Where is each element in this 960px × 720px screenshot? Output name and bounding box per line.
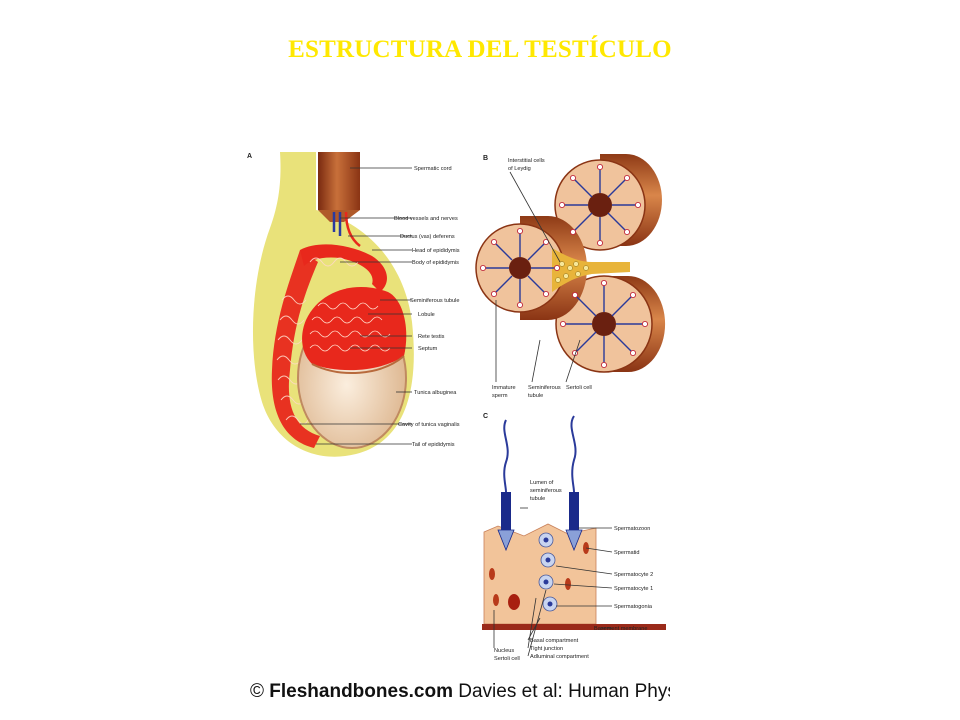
label-sertoli-cell-c: Sertoli cell (494, 656, 520, 662)
credit-text: Davies et al: Human Phys (458, 681, 670, 702)
label-cavity-tunica: Cavity of tunica vaginalis (398, 422, 460, 428)
label-head-epididymis: Head of epididymis (412, 248, 460, 254)
blood-vessels (332, 212, 342, 236)
panel-c-lumen-label: Lumen of seminiferous tubule (530, 480, 562, 502)
sertoli-nucleus (508, 594, 520, 610)
epididymis (271, 250, 320, 448)
label-blood-vessels: Blood vessels and nerves (394, 216, 458, 222)
spermatozoon-right (570, 415, 577, 493)
panel-c-bottom-labels: Nucleus Sertoli cell Basal compartment T… (494, 638, 589, 662)
label-interstitial-cells: Interstitial cells (508, 158, 545, 164)
label-ductus-deferens: Ductus (vas) deferens (400, 234, 455, 240)
septum (311, 355, 405, 374)
label-spermatic-cord: Spermatic cord (414, 166, 452, 172)
label-tail-epididymis: Tail of epididymis (412, 442, 455, 448)
label-sertoli-cell-b: Sertoli cell (566, 385, 592, 391)
label-spermatogonia: Spermatogonia (614, 604, 653, 610)
panel-b-letter: B (483, 155, 488, 162)
basement-membrane (482, 624, 666, 630)
label-lumen-3: tubule (530, 496, 545, 502)
label-tunica-albuginea: Tunica albuginea (414, 390, 457, 396)
label-spermatid: Spermatid (614, 550, 640, 556)
label-basal-compartment: Basal compartment (530, 638, 579, 644)
label-spermatocyte-1: Spermatocyte 1 (614, 586, 653, 592)
label-spermatocyte-2: Spermatocyte 2 (614, 572, 653, 578)
label-nucleus: Nucleus (494, 648, 514, 654)
leydig-region (552, 248, 630, 292)
panel-c-letter: C (483, 413, 488, 420)
credit-site: Fleshandbones.com (269, 681, 453, 702)
label-tubule: tubule (528, 393, 543, 399)
ductus-deferens (344, 211, 361, 247)
panel-a-letter: A (247, 153, 252, 160)
panel-b-labels: Interstitial cells of Leydig Immature sp… (492, 158, 592, 399)
slide-title: ESTRUCTURA DEL TESTÍCULO (288, 36, 672, 63)
panel-a: A (247, 152, 460, 457)
label-leydig: of Leydig (508, 166, 531, 172)
panel-c: C (482, 413, 666, 662)
label-adluminal-compartment: Adluminal compartment (530, 654, 589, 660)
copyright-symbol: © (250, 681, 264, 702)
label-basement-membrane: Basement membrane (594, 626, 647, 632)
label-body-epididymis: Body of epididymis (412, 260, 459, 266)
label-immature: Immature (492, 385, 516, 391)
spermatozoon-left (503, 419, 509, 493)
label-tight-junction: Tight junction (530, 646, 563, 652)
label-spermatozoon: Spermatozoon (614, 526, 650, 532)
label-seminiferous-tubule: Seminiferous tubule (410, 298, 459, 304)
label-seminiferous: Seminiferous (528, 385, 561, 391)
label-lumen-2: seminiferous (530, 488, 562, 494)
label-rete-testis: Rete testis (418, 334, 445, 340)
spermatic-cord (318, 152, 360, 210)
panel-b: B (475, 154, 666, 399)
label-lumen-1: Lumen of (530, 480, 554, 486)
label-sperm: sperm (492, 393, 508, 399)
credit-line: © Fleshandbones.com Davies et al: Human … (250, 681, 670, 703)
label-lobule: Lobule (418, 312, 435, 318)
panel-a-labels: Spermatic cord Blood vessels and nerves … (394, 166, 460, 448)
panel-c-right-labels: Spermatozoon Spermatid Spermatocyte 2 Sp… (594, 526, 653, 632)
label-septum: Septum (418, 346, 438, 352)
